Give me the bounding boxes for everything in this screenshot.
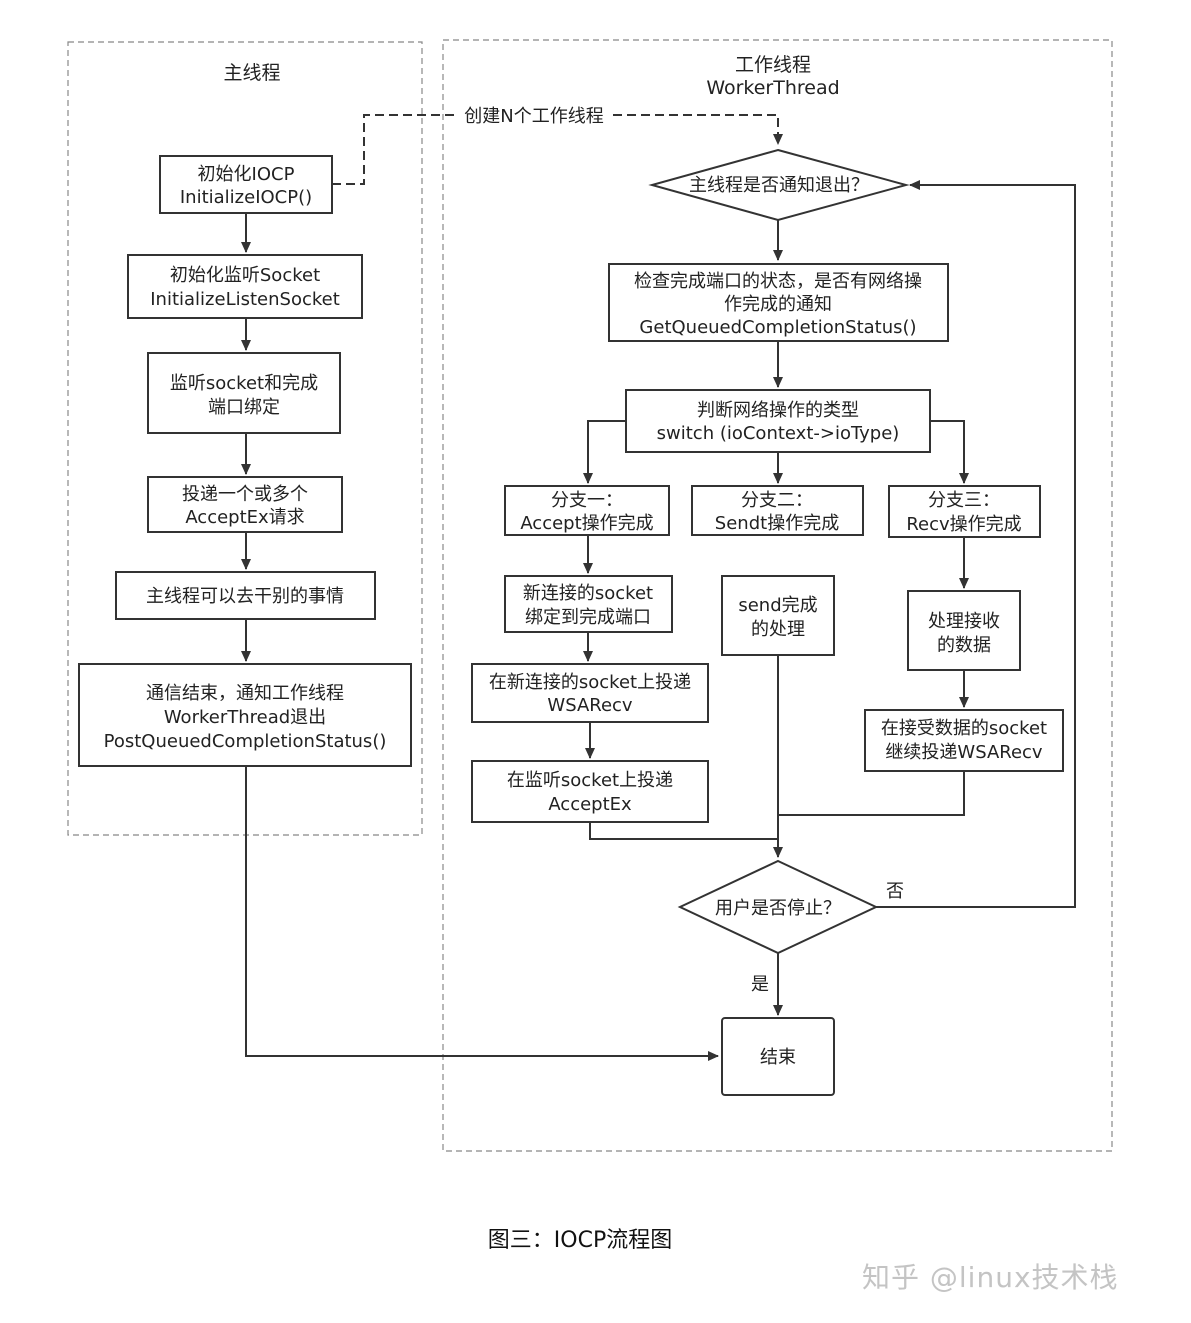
branch1-label-2: Accept操作完成 <box>520 513 653 534</box>
notify-exit-label-3: PostQueuedCompletionStatus() <box>104 731 387 752</box>
branch2-box <box>691 485 864 536</box>
main-thread-title: 主线程 <box>223 62 280 84</box>
b2-send-label-1: send完成 <box>738 595 817 616</box>
branch2-label-1: 分支二： <box>741 490 813 511</box>
b2-send-box <box>721 575 835 656</box>
branch3-label-2: Recv操作完成 <box>906 514 1021 535</box>
init-listen-box <box>127 254 363 319</box>
switch-type-label-1: 判断网络操作的类型 <box>697 400 859 421</box>
main-to-end-connector <box>245 766 719 1061</box>
yes-label: 是 <box>751 974 769 995</box>
worker-thread-title-2: WorkerThread <box>706 77 839 99</box>
end-label: 结束 <box>760 1047 796 1068</box>
b1-accept-label-1: 在监听socket上投递 <box>507 770 673 791</box>
check-status-label-2: 作完成的通知 <box>724 294 832 315</box>
end-box <box>721 1017 835 1096</box>
init-listen-label-2: InitializeListenSocket <box>150 289 340 310</box>
branch1-label-1: 分支一： <box>551 490 623 511</box>
init-iocp-label-2: InitializeIOCP() <box>180 187 312 208</box>
notify-exit-label-1: 通信结束，通知工作线程 <box>146 683 344 704</box>
b3-process-label-2: 的数据 <box>937 635 991 656</box>
b3-merge <box>778 771 965 816</box>
no-label: 否 <box>886 881 904 902</box>
b1-recv-box <box>471 663 709 723</box>
branch1-box <box>504 485 670 536</box>
b3-recv-label-1: 在接受数据的socket <box>881 718 1047 739</box>
switch-to-branch3 <box>930 420 969 484</box>
b1-recv-label-2: WSARecv <box>547 695 633 716</box>
worker-thread-title-1: 工作线程 <box>735 54 811 76</box>
b1-bind-box <box>504 575 673 633</box>
notify-exit-box <box>78 663 412 767</box>
iocp-flowchart: 主线程 工作线程 WorkerThread 创建N个工作线程 <box>67 39 1113 1152</box>
b1-bind-label-2: 绑定到完成端口 <box>525 607 651 628</box>
user-stop-label: 用户是否停止？ <box>715 898 841 919</box>
check-status-label-3: GetQueuedCompletionStatus() <box>639 317 916 338</box>
b3-process-label-1: 处理接收 <box>928 611 1000 632</box>
create-workers-label-bg <box>458 103 610 127</box>
branch2-label-2: Sendt操作完成 <box>715 513 839 534</box>
b1-merge <box>589 822 778 840</box>
worker-thread-lane <box>442 39 1113 1152</box>
do-other-label: 主线程可以去干别的事情 <box>146 586 344 607</box>
b1-bind-label-1: 新连接的socket <box>523 583 653 604</box>
user-stop-diamond <box>677 859 879 955</box>
branch3-label-1: 分支三： <box>928 490 1000 511</box>
b3-recv-box <box>864 709 1064 772</box>
branch3-box <box>888 485 1041 538</box>
post-accept-label-2: AcceptEx请求 <box>185 507 304 528</box>
switch-type-box <box>625 389 931 453</box>
bind-listen-box <box>147 352 341 434</box>
b1-accept-label-2: AcceptEx <box>548 794 632 815</box>
init-listen-label-1: 初始化监听Socket <box>170 265 320 286</box>
post-accept-label-1: 投递一个或多个 <box>182 484 308 505</box>
bind-listen-label-2: 端口绑定 <box>208 397 280 418</box>
exit-check-diamond <box>648 148 910 222</box>
init-iocp-label-1: 初始化IOCP <box>198 164 295 185</box>
watermark: 知乎 @linux技术栈 <box>862 1261 1119 1294</box>
bind-listen-label-1: 监听socket和完成 <box>170 373 318 394</box>
exit-check-label: 主线程是否通知退出？ <box>689 175 869 196</box>
b3-process-box <box>907 590 1021 671</box>
post-accept-box <box>147 476 343 533</box>
figure-caption: 图三：IOCP流程图 <box>487 1228 673 1253</box>
switch-type-label-2: switch (ioContext->ioType) <box>657 423 900 444</box>
no-loop-connector <box>876 180 1076 908</box>
b1-recv-label-1: 在新连接的socket上投递 <box>489 672 691 693</box>
do-other-box <box>115 571 376 620</box>
check-status-label-1: 检查完成端口的状态，是否有网络操 <box>634 271 922 292</box>
switch-to-branch1 <box>583 420 626 484</box>
b3-recv-label-2: 继续投递WSARecv <box>885 742 1043 763</box>
notify-exit-label-2: WorkerThread退出 <box>164 707 326 728</box>
init-iocp-box <box>159 155 333 214</box>
create-workers-label: 创建N个工作线程 <box>464 106 603 127</box>
b1-accept-box <box>471 760 709 823</box>
check-status-box <box>608 263 949 342</box>
create-workers-connector <box>332 114 783 185</box>
b2-send-label-2: 的处理 <box>751 619 805 640</box>
